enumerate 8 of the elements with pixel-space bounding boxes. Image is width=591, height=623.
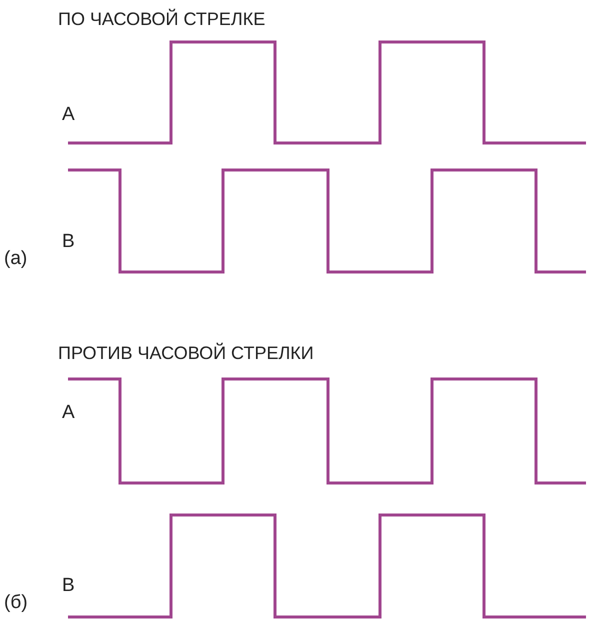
signal-label: A: [62, 403, 75, 422]
signal-label: B: [62, 232, 75, 251]
signal-label: B: [62, 576, 75, 595]
signal-label: (а): [4, 249, 28, 268]
signal-label: (б): [4, 593, 28, 612]
heading: ПО ЧАСОВОЙ СТРЕЛКЕ: [58, 10, 266, 28]
signal-label: A: [62, 105, 75, 124]
heading: ПРОТИВ ЧАСОВОЙ СТРЕЛКИ: [58, 344, 314, 362]
